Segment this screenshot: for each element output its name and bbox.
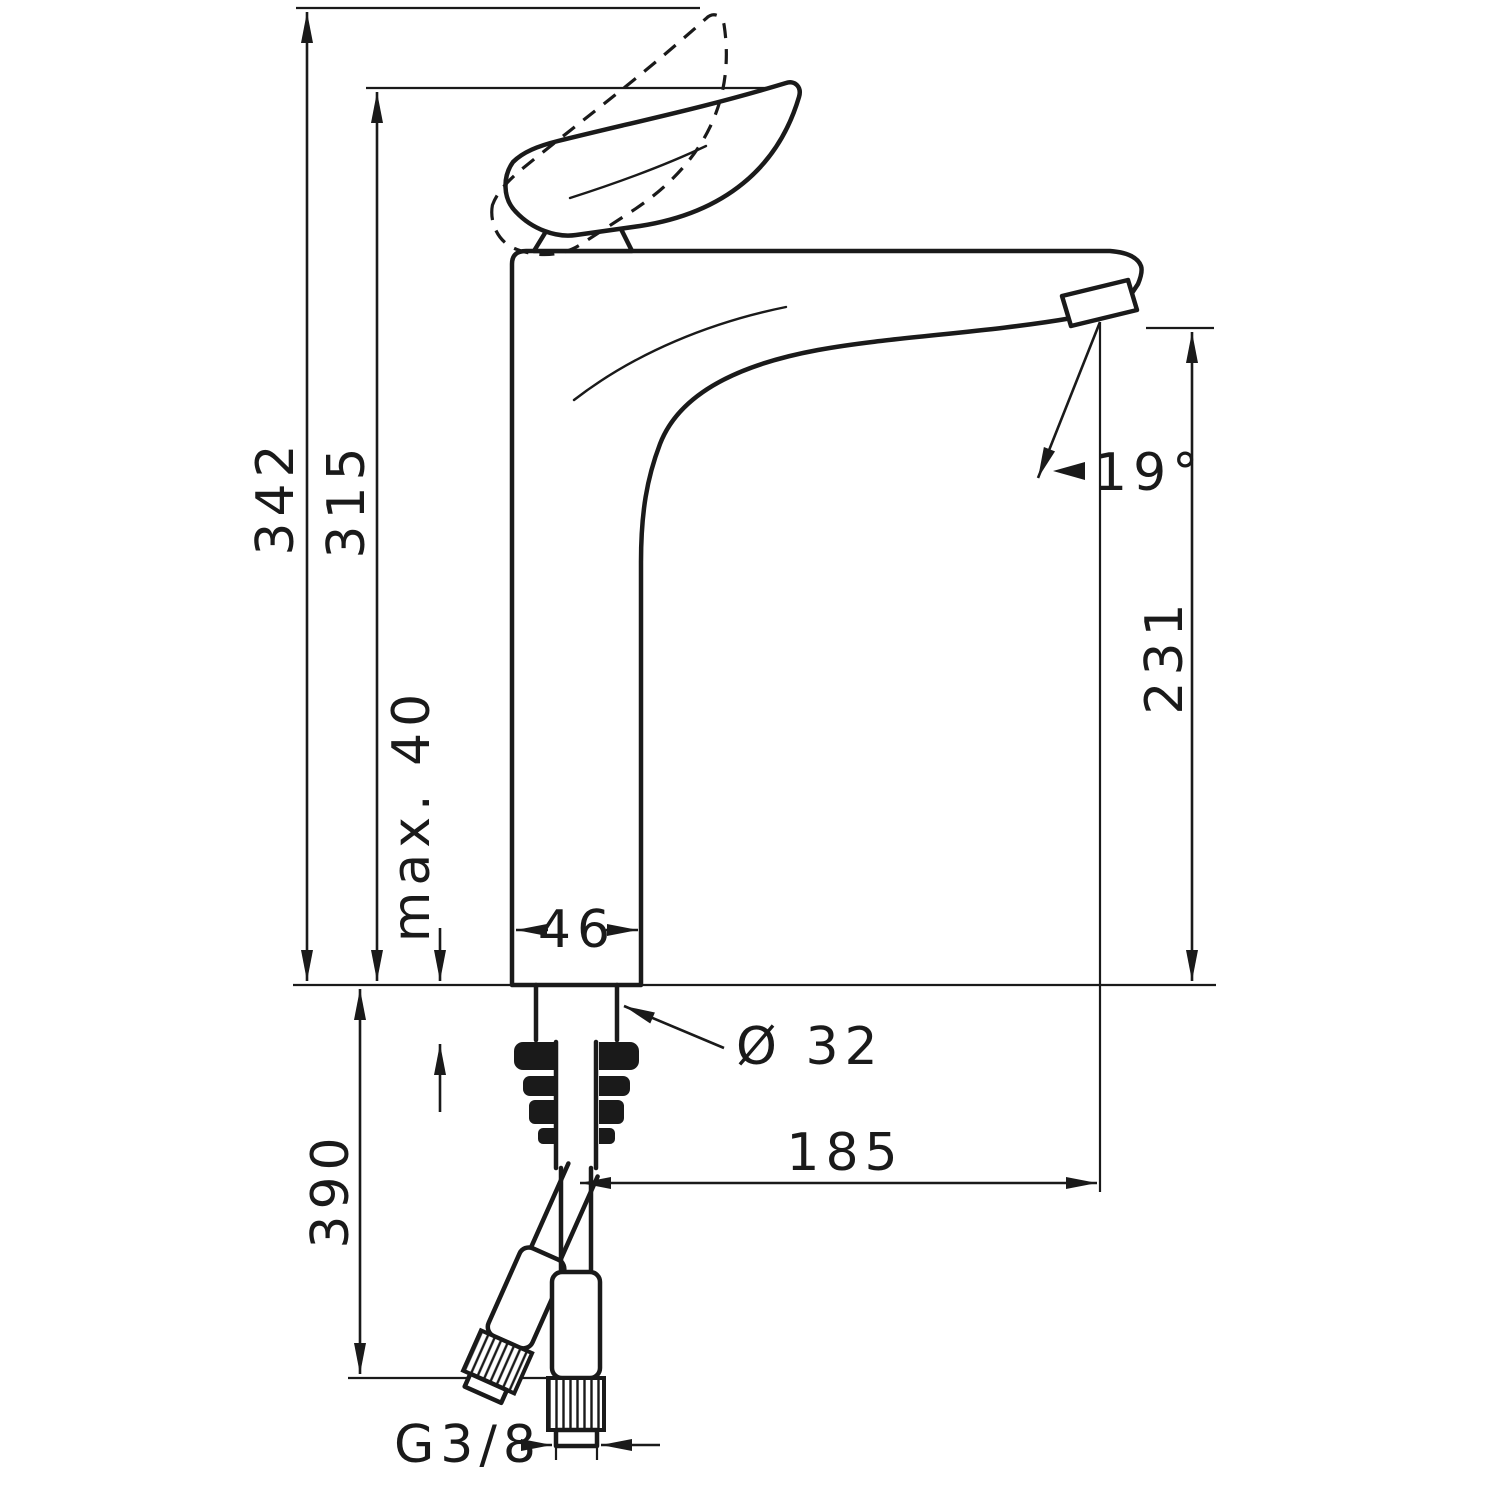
lever-accent-line xyxy=(568,144,708,200)
shank-through-channel xyxy=(554,1040,599,1168)
connection-thread-label: G3/8 xyxy=(394,1415,542,1475)
hose-length-label: 390 xyxy=(301,1131,361,1248)
hose-left-thread-tip xyxy=(553,1427,600,1449)
leader-line-hole-diameter xyxy=(623,1004,725,1050)
lever-handle-raised xyxy=(490,13,728,257)
spout-accent-line xyxy=(572,305,788,402)
outlet-height-label: 231 xyxy=(1135,597,1195,714)
aerator-outlet xyxy=(1059,277,1140,329)
mounting-assembly xyxy=(514,982,639,1171)
hose-left-nut xyxy=(546,1376,606,1432)
supply-hose-right xyxy=(460,1161,600,1406)
extension-lines xyxy=(293,6,1216,1460)
spout-top-height-label: 315 xyxy=(317,441,377,558)
max-mounting-thickness-label: max. 40 xyxy=(382,688,442,943)
hose-right-thread-tip xyxy=(462,1371,510,1406)
spout-reach-label: 185 xyxy=(786,1123,903,1183)
dimension-lines xyxy=(301,12,1198,1451)
body-width-label: 46 xyxy=(538,900,616,960)
lever-handle xyxy=(503,80,802,238)
supply-hose-left xyxy=(546,1165,606,1449)
faucet-body xyxy=(509,248,1144,988)
hose-left-braid xyxy=(549,1269,603,1381)
lever-handle-raised-outline xyxy=(490,13,728,257)
overall-height-label: 342 xyxy=(246,438,306,555)
dimension-labels: 342 315 max. 40 46 231 19° Ø 32 185 390 … xyxy=(246,438,1204,1475)
tap-hole-diameter-label: Ø 32 xyxy=(736,1017,884,1077)
jet-angle-line xyxy=(1036,321,1102,479)
jet-angle-pointer xyxy=(1053,462,1085,480)
supply-hoses xyxy=(460,1161,606,1449)
jet-angle-label: 19° xyxy=(1094,443,1204,503)
faucet xyxy=(490,13,1144,988)
